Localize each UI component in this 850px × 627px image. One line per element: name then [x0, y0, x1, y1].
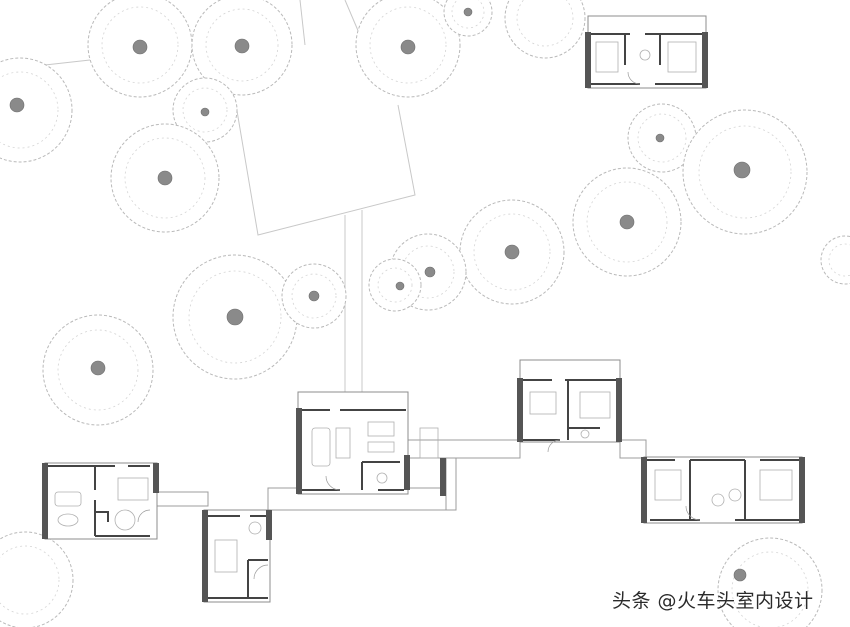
tree — [459, 199, 565, 305]
watermark-text: 头条 @火车头室内设计 — [612, 590, 814, 612]
pavilion-e — [641, 456, 805, 524]
tree — [717, 537, 823, 627]
tree — [281, 263, 347, 329]
pavilion-c — [296, 391, 446, 496]
pavilion-d — [517, 359, 622, 453]
tree — [504, 0, 586, 59]
tree — [572, 167, 682, 277]
tree — [110, 123, 220, 233]
tree — [42, 314, 154, 426]
pavilion-b — [202, 509, 272, 603]
tree — [682, 109, 808, 235]
tree — [0, 57, 73, 163]
tree — [355, 0, 461, 98]
pavilion-f — [585, 15, 708, 89]
tree — [87, 0, 193, 98]
tree — [172, 254, 298, 380]
tree — [191, 0, 293, 96]
tree — [820, 235, 850, 285]
pavilion-a — [42, 462, 159, 540]
tree — [0, 531, 74, 627]
tree — [443, 0, 493, 37]
tree — [368, 258, 422, 312]
